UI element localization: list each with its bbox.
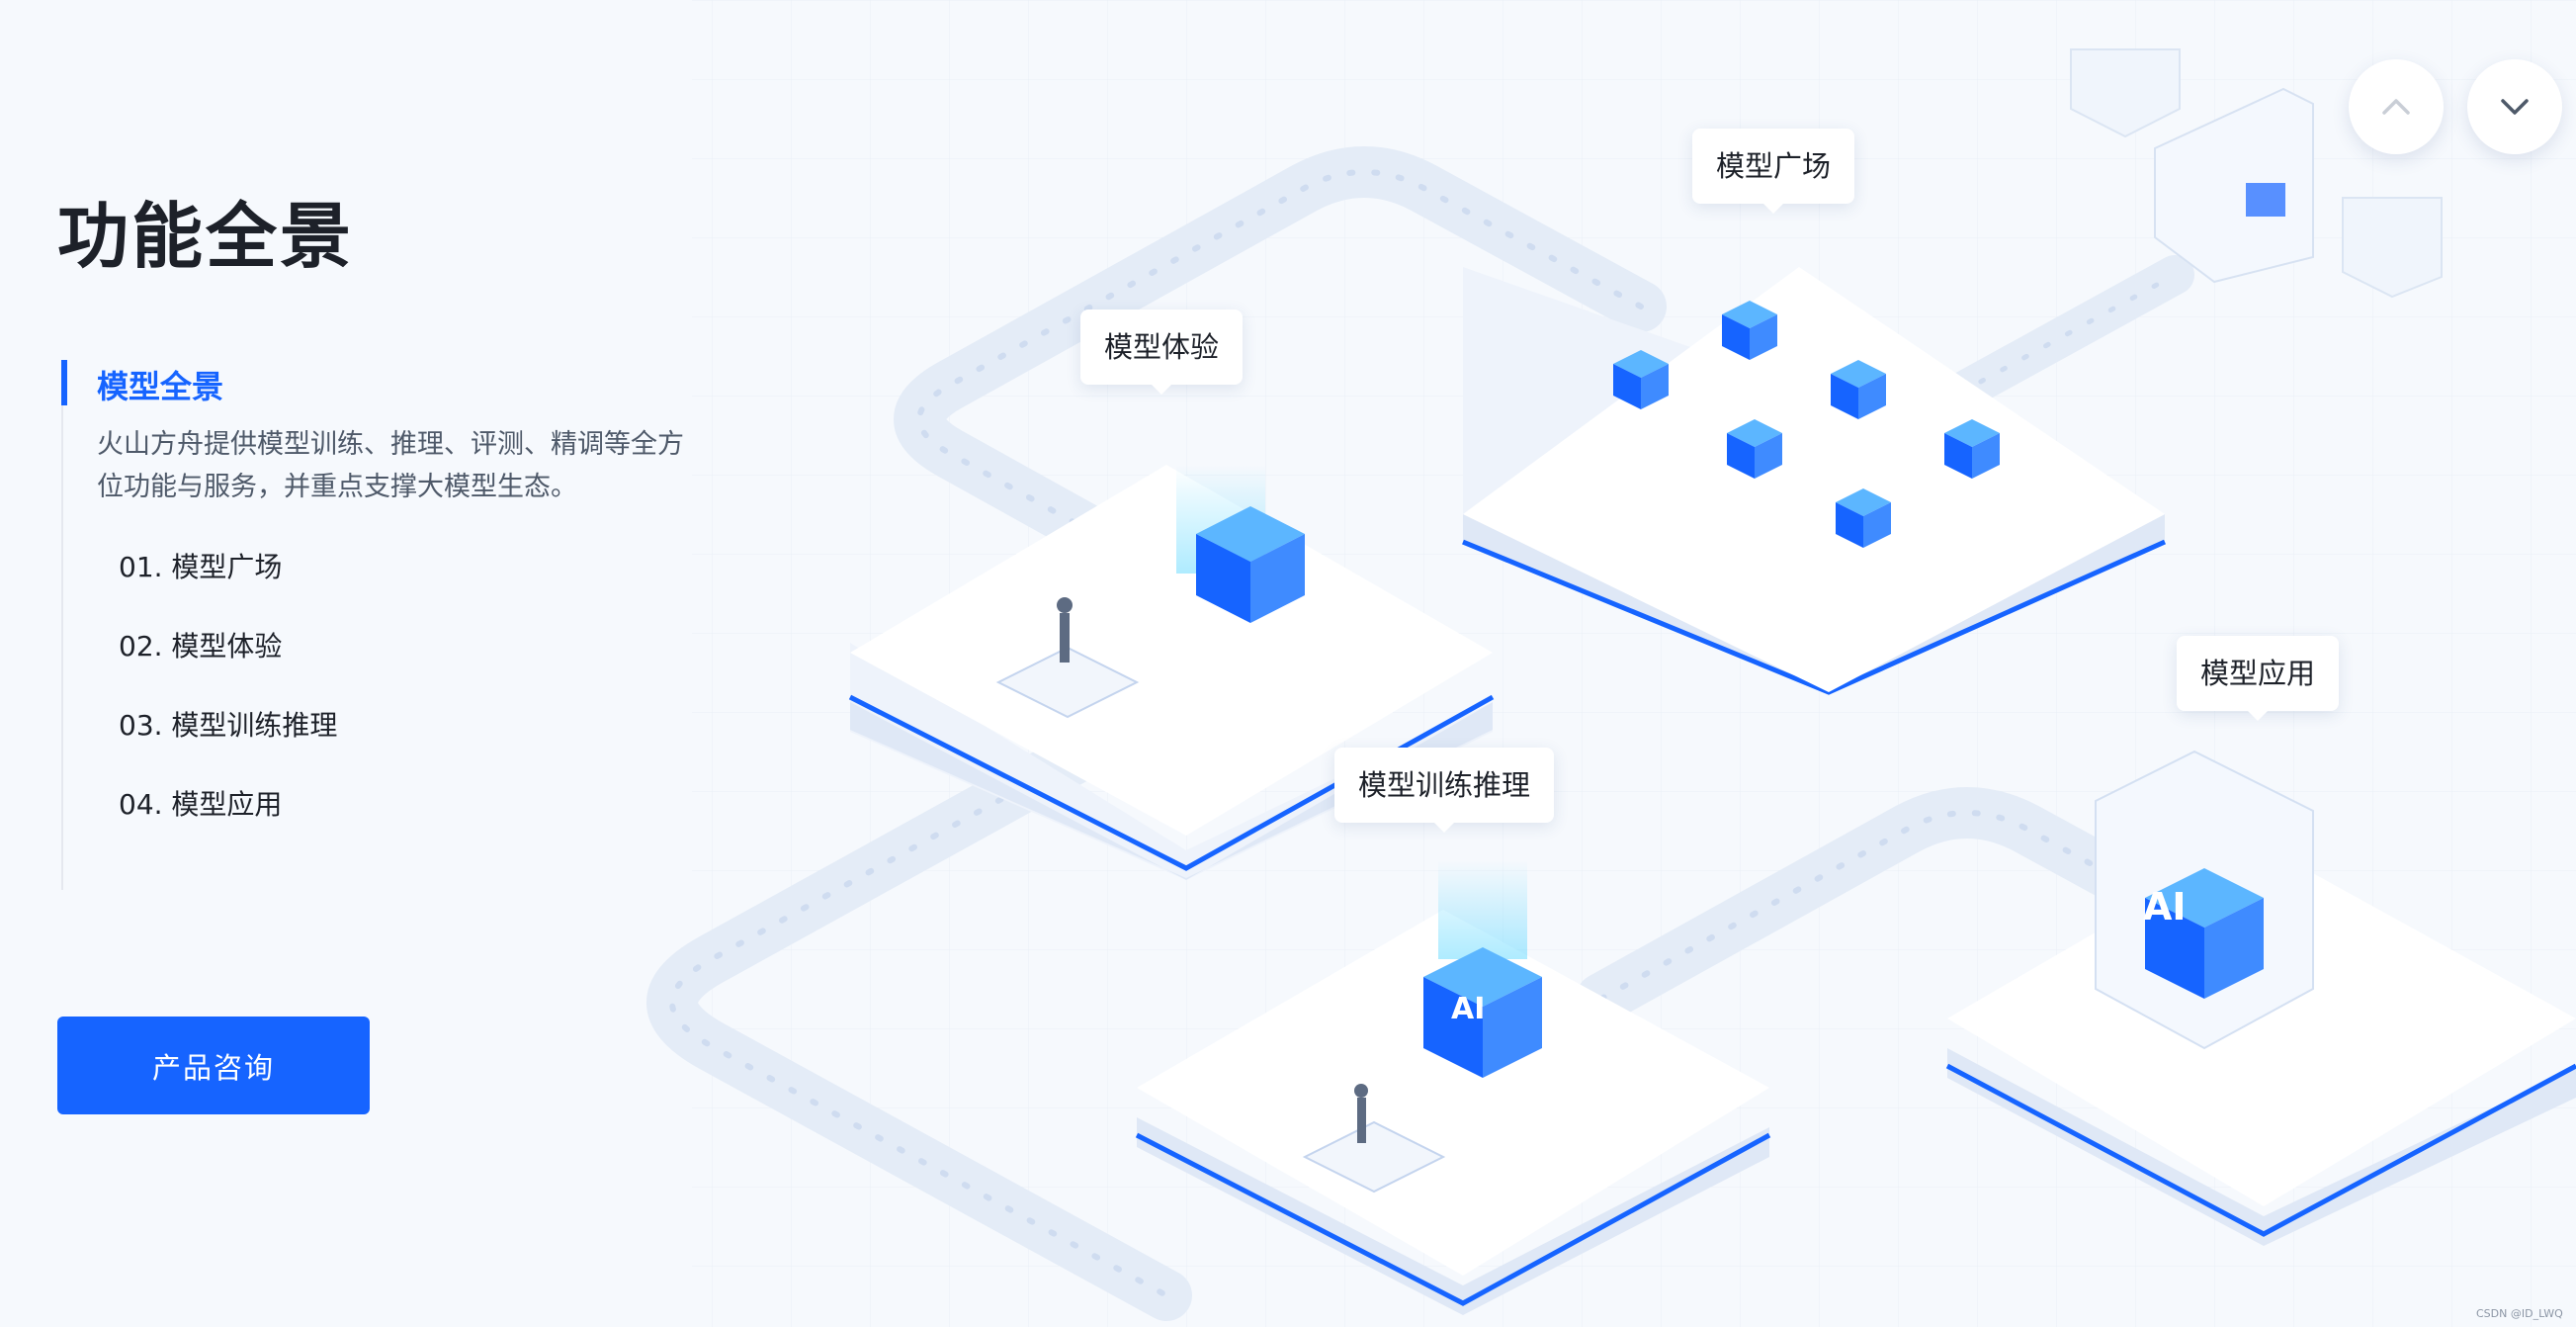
active-section-title[interactable]: 模型全景	[97, 368, 224, 405]
svg-text:AI: AI	[2143, 885, 2187, 929]
watermark: CSDN @ID_LWQ	[2476, 1307, 2563, 1320]
feature-item-model-experience[interactable]: 02. 模型体验	[119, 630, 283, 663]
feature-item-model-square[interactable]: 01. 模型广场	[119, 551, 283, 583]
chevron-up-icon	[2382, 99, 2410, 115]
tooltip-model-application: 模型应用	[2177, 636, 2340, 721]
feature-panel: 模型全景 火山方舟提供模型训练、推理、评测、精调等全方位功能与服务，并重点支撑大…	[61, 360, 694, 890]
tooltip-model-training: 模型训练推理	[1334, 748, 1555, 833]
model-cube-cluster	[1613, 301, 2000, 548]
active-section-indicator	[61, 360, 67, 405]
active-section-description: 火山方舟提供模型训练、推理、评测、精调等全方位功能与服务，并重点支撑大模型生态。	[97, 429, 684, 502]
chevron-down-icon	[2501, 99, 2529, 115]
feature-item-model-application[interactable]: 04. 模型应用	[119, 788, 283, 821]
tooltip-model-experience: 模型体验	[1080, 310, 1244, 395]
panel-rail	[61, 360, 63, 890]
tooltip-model-square: 模型广场	[1692, 129, 1855, 214]
model-square-platform	[1462, 267, 2167, 695]
feature-list: 01. 模型广场 02. 模型体验 03. 模型训练推理 04. 模型应用	[119, 548, 337, 864]
feature-item-model-training[interactable]: 03. 模型训练推理	[119, 709, 338, 742]
product-consult-button[interactable]: 产品咨询	[57, 1017, 370, 1114]
scroll-up-button[interactable]	[2349, 59, 2444, 154]
scroll-down-button[interactable]	[2467, 59, 2562, 154]
track-loops	[646, 146, 2194, 1321]
decorative-cubes	[2070, 48, 2443, 299]
model-application-platform: AI	[1945, 750, 2576, 1246]
page-title: 功能全景	[57, 195, 355, 278]
svg-text:AI: AI	[1451, 992, 1485, 1026]
model-training-platform: AI	[1135, 860, 1771, 1315]
